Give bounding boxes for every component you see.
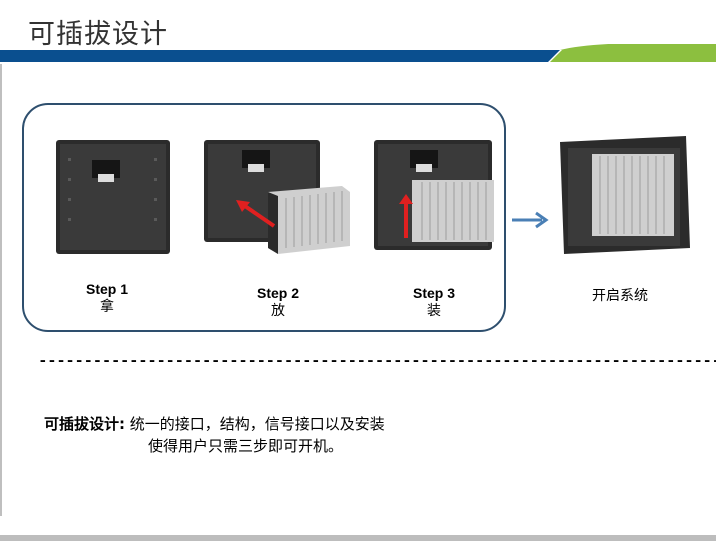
dashed-separator: ----------------------------------------… (38, 352, 716, 370)
left-rule (0, 64, 2, 516)
step-1-label: Step 1 拿 (67, 280, 147, 316)
description-line-2: 使得用户只需三步即可开机。 (148, 437, 344, 455)
step-1-action: 拿 (100, 299, 114, 315)
steps-frame (22, 103, 506, 332)
next-arrow-icon (512, 211, 549, 229)
description-line-1: 统一的接口，结构，信号接口以及安装 (129, 415, 385, 433)
footer-bar (0, 535, 716, 541)
step-2-action: 放 (271, 303, 285, 319)
page-title: 可插拔设计 (28, 19, 168, 50)
step-3-title: Step 3 (412, 285, 455, 301)
result-label: 开启系统 (592, 288, 648, 304)
step-3-label: Step 3 装 (394, 284, 474, 320)
panel-pc-place-module-image (204, 140, 350, 254)
panel-pc-install-module-image (374, 140, 494, 250)
header-accent-bar (0, 44, 716, 62)
description-label: 可插拔设计: (44, 415, 125, 433)
step-1-title: Step 1 (85, 281, 128, 297)
step-3-action: 装 (427, 303, 441, 319)
panel-pc-back-image (56, 140, 170, 254)
assembled-system-image (560, 136, 690, 254)
step-2-label: Step 2 放 (238, 284, 318, 320)
step-2-title: Step 2 (256, 285, 299, 301)
description: 可插拔设计: 统一的接口，结构，信号接口以及安装 使得用户只需三步即可开机。 (44, 413, 385, 457)
